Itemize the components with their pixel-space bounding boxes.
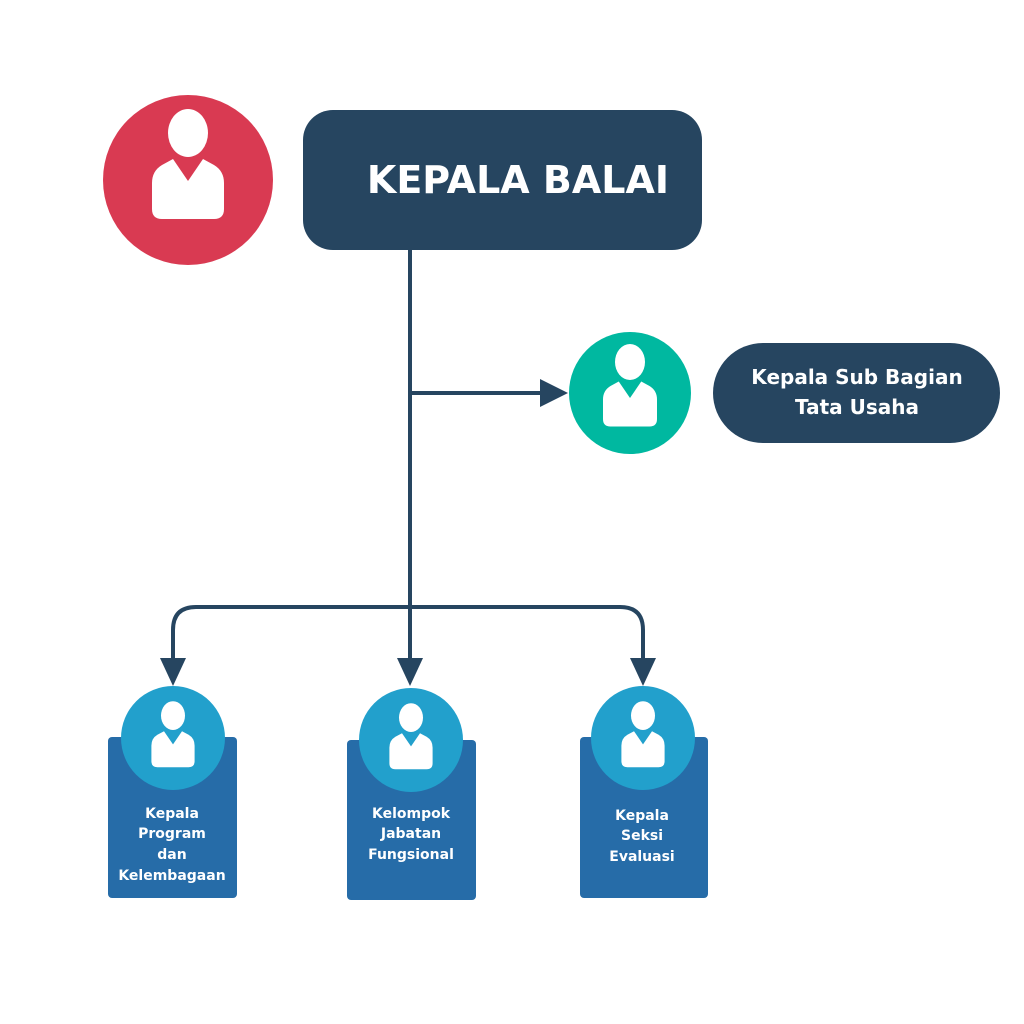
arrowheads	[160, 379, 656, 686]
arrow-staff	[540, 379, 568, 407]
unit-card-1: Kepala Program dan Kelembagaan	[108, 686, 237, 898]
unit-1-line-2: Program	[138, 826, 206, 842]
connectors	[171, 248, 645, 662]
unit-card-3: Kepala Seksi Evaluasi	[580, 686, 708, 898]
unit-2-line-1: Kelompok	[372, 806, 451, 822]
staff-label-line-2: Tata Usaha	[795, 395, 919, 419]
units-branch-line	[171, 605, 645, 662]
arrow-unit-1	[160, 658, 186, 686]
arrow-unit-3	[630, 658, 656, 686]
kepala-balai-title: KEPALA BALAI	[367, 158, 669, 202]
unit-2-line-3: Fungsional	[368, 847, 454, 863]
arrow-unit-2	[397, 658, 423, 686]
unit-card-2: Kelompok Jabatan Fungsional	[347, 688, 476, 900]
staff-pill: Kepala Sub Bagian Tata Usaha	[713, 343, 1000, 443]
unit-1-line-3: dan	[157, 847, 186, 863]
unit-1-line-1: Kepala	[145, 806, 199, 822]
unit-3-line-1: Kepala	[615, 808, 669, 824]
head-avatar	[103, 95, 273, 265]
kepala-balai-box: KEPALA BALAI	[303, 110, 702, 250]
unit-2-line-2: Jabatan	[380, 826, 441, 842]
staff-label-line-1: Kepala Sub Bagian	[751, 365, 962, 389]
unit-1-line-4: Kelembagaan	[118, 868, 225, 884]
staff-avatar	[569, 332, 691, 454]
unit-3-line-3: Evaluasi	[609, 849, 674, 865]
unit-3-line-2: Seksi	[621, 828, 663, 844]
